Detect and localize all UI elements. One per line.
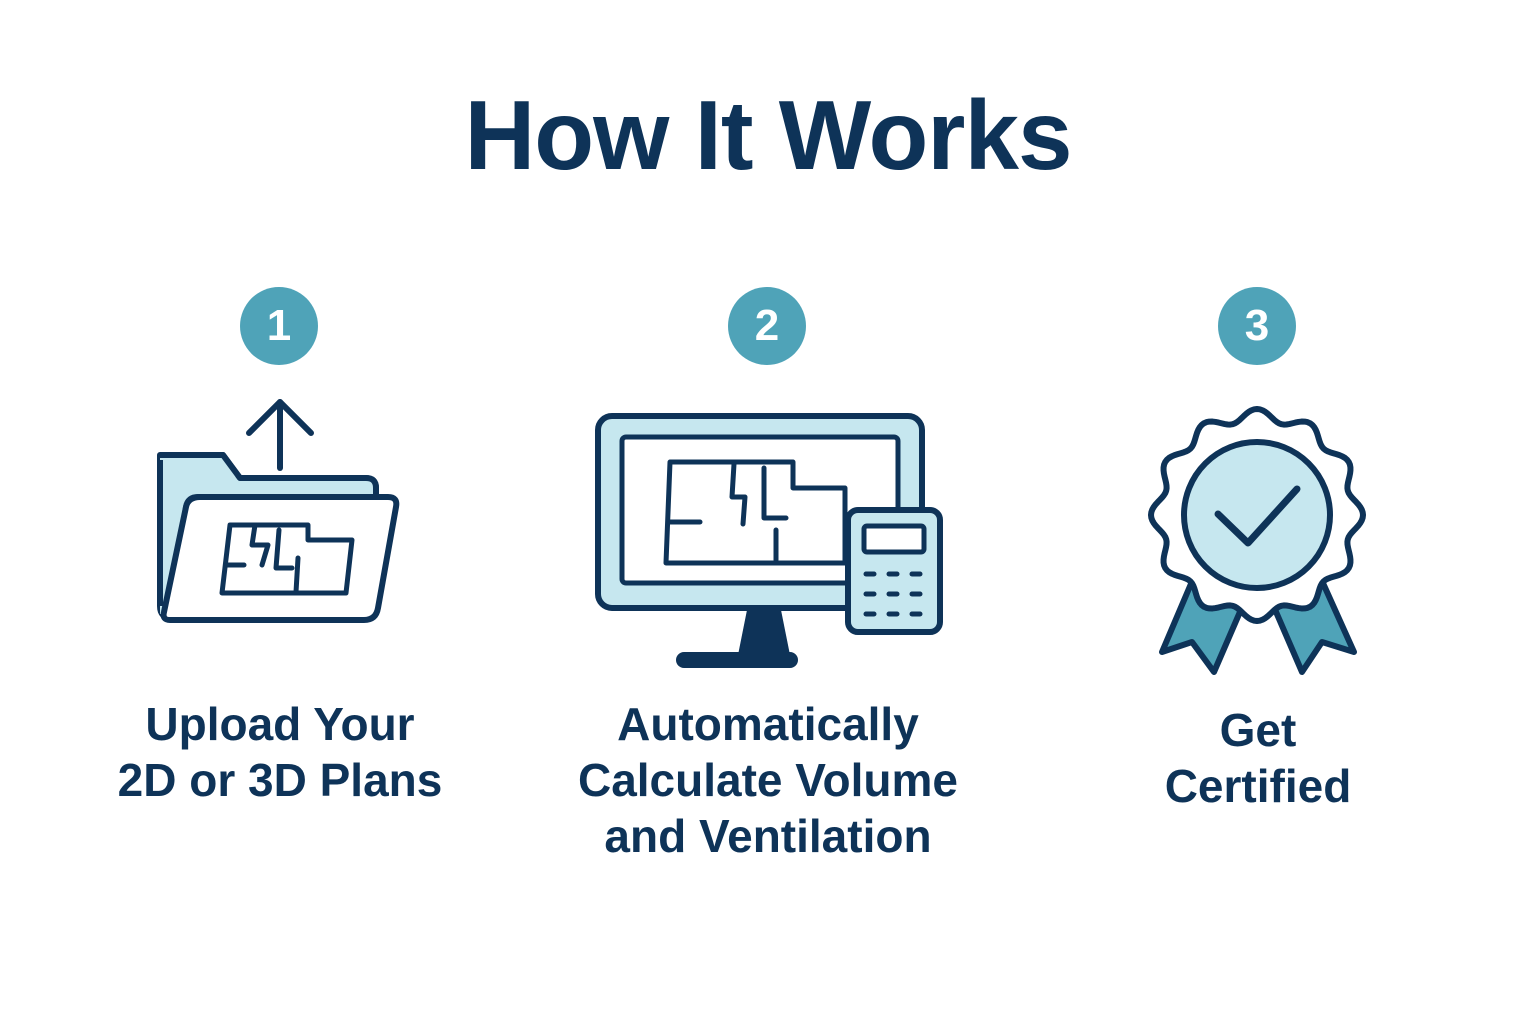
checkmark-icon [1214, 485, 1301, 547]
step-3-label: Get Certified [1080, 702, 1436, 814]
monitor-calculator-icon [595, 413, 943, 668]
page-title: How It Works [464, 80, 1073, 190]
floor-plan-icon [219, 522, 355, 596]
upload-arrow-icon [246, 399, 314, 471]
step-2-label-line-1: Automatically [617, 698, 919, 750]
step-1-label-line-2: 2D or 3D Plans [117, 754, 443, 806]
step-2-number-badge: 2 [728, 287, 806, 365]
step-2-label: Automatically Calculate Volume and Venti… [540, 696, 996, 864]
step-2-label-line-3: and Ventilation [604, 810, 932, 862]
folder-upload-floorplan-icon [157, 399, 400, 623]
step-1-label-line-1: Upload Your [145, 698, 415, 750]
step-1-label: Upload Your 2D or 3D Plans [90, 696, 470, 808]
step-2-label-line-2: Calculate Volume [577, 754, 959, 806]
step-3-number-badge: 3 [1218, 287, 1296, 365]
step-3-label-line-2: Certified [1164, 760, 1352, 812]
floor-plan-icon [663, 459, 848, 566]
certified-badge-icon [1148, 406, 1366, 675]
step-3-label-line-1: Get [1219, 704, 1297, 756]
step-1-number-badge: 1 [240, 287, 318, 365]
calculator-keys [863, 571, 923, 617]
